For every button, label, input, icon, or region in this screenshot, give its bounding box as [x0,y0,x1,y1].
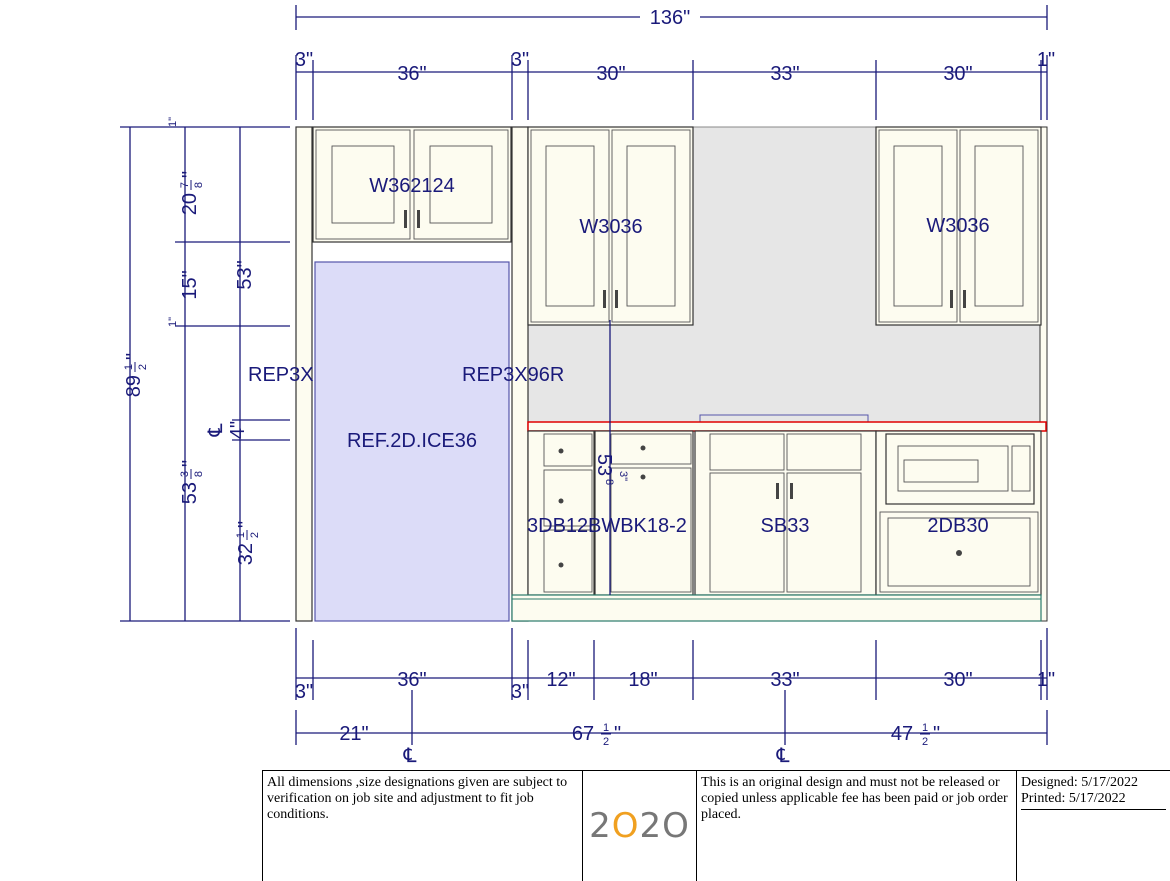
dim-small-left: 4" [227,421,249,439]
dim-overall-width: 136" [295,5,1048,30]
dim-left-outer: 89 [123,375,145,397]
disclaimer-text: All dimensions ,size designations given … [267,775,568,822]
dim-bottom-row: 3" 36" 3" 12" 18" 33" 30" 1" [295,628,1055,703]
dim-centerline-row: 21" 67 1 2 " 47 1 2 " ℄ ℄ [295,690,1048,767]
elevation-drawing: 136" 3" 36" 3" 30" 33" 30" 1" 89 1 [120,5,1055,767]
countertop [527,421,1047,432]
left-end-panel [295,126,313,622]
dim-top-1: 3" [295,49,313,71]
label-sb33: SB33 [761,515,810,537]
label-w3036-mid: W3036 [579,216,642,238]
base-cabinet-3db12 [527,430,595,596]
brand-logo: 2O2O [589,806,690,846]
svg-text:1: 1 [922,722,928,734]
printed-date: Printed: 5/17/2022 [1021,791,1166,810]
dim-center-vertical: 53 3" 8 [593,320,629,595]
label-refrigerator: REF.2D.ICE36 [347,430,477,452]
dim-left-top-small: 1" [167,117,179,127]
refrigerator [314,261,510,622]
svg-text:8: 8 [193,182,205,188]
svg-text:7: 7 [179,182,191,188]
svg-text:": " [235,521,257,528]
dim-centerline-1: 21" [339,723,368,745]
title-block: All dimensions ,size designations given … [262,770,1170,881]
wall-cabinet-w3036-mid [527,126,694,326]
disclaimer-cell: All dimensions ,size designations given … [262,771,582,881]
dim-bottom-6: 33" [770,669,799,691]
dim-top-2: 36" [397,63,426,85]
dim-left-gap: 15" [179,270,201,299]
svg-text:8: 8 [193,471,205,477]
svg-text:": " [614,723,621,745]
dim-bottom-1: 3" [295,681,313,703]
dim-centerline-2: 67 [572,723,594,745]
dim-left-upper-wall: 20 [179,193,201,215]
dim-left-right-col: 53" [234,260,256,289]
base-cabinet-sb33 [694,430,877,596]
centerline-symbol-left: ℄ [205,423,227,437]
dim-centerline-3: 47 [891,723,913,745]
svg-text:8: 8 [603,479,615,485]
dim-overall-width-text: 136" [650,7,690,29]
dim-top-4: 30" [596,63,625,85]
label-rep3x96r: REP3X96R [462,364,564,386]
svg-text:1: 1 [603,722,609,734]
date-cell: Designed: 5/17/2022 Printed: 5/17/2022 [1016,771,1170,881]
dim-bottom-7: 30" [943,669,972,691]
label-rep3x-left: REP3X [248,364,314,386]
label-2db30: 2DB30 [927,515,988,537]
svg-text:": " [179,171,201,178]
label-w362124: W362124 [369,175,455,197]
dim-left-base: 32 [235,543,257,565]
label-bwbk18: BWBK18-2 [588,515,687,537]
right-wall-filler [1039,126,1048,622]
wall-cabinet-w3036-right [875,126,1042,326]
dim-bottom-4: 12" [546,669,575,691]
label-3db12: 3DB12 [527,515,588,537]
dim-bottom-3: 3" [511,681,529,703]
svg-text:2: 2 [249,532,261,538]
centerline-symbol-2: ℄ [776,745,790,767]
notice-text: This is an original design and must not … [701,775,1008,822]
svg-text:2: 2 [603,736,609,748]
designed-date: Designed: 5/17/2022 [1021,775,1139,790]
svg-text:": " [933,723,940,745]
svg-text:": " [123,353,145,360]
dim-left: 89 1 2 " 53 3 8 " 20 7 8 " 15" 1" 1" 53"… [120,117,290,622]
svg-text:": " [179,460,201,467]
base-cabinet-bwbk18 [594,430,694,596]
dim-bottom-2: 36" [397,669,426,691]
dim-left-mid-small: 1" [167,317,179,327]
wall-cabinet-w362124 [312,126,512,243]
logo-cell: 2O2O [582,771,696,881]
svg-text:3": 3" [617,471,629,481]
svg-text:1: 1 [235,532,247,538]
label-w3036-right: W3036 [926,215,989,237]
svg-text:2: 2 [922,736,928,748]
dim-top-row: 3" 36" 3" 30" 33" 30" 1" [295,49,1055,120]
notice-cell: This is an original design and must not … [696,771,1016,881]
svg-text:1: 1 [123,364,135,370]
dim-top-6: 30" [943,63,972,85]
base-cabinet-2db30 [875,430,1042,596]
svg-text:3: 3 [179,471,191,477]
dim-top-7: 1" [1037,49,1055,71]
dim-bottom-8: 1" [1037,669,1055,691]
svg-text:2: 2 [137,364,149,370]
dim-top-3: 3" [511,49,529,71]
dim-bottom-5: 18" [628,669,657,691]
dim-center-vertical-text: 53 [593,454,615,476]
dim-top-5: 33" [770,63,799,85]
centerline-symbol-1: ℄ [403,745,417,767]
dim-left-middle: 53 [179,482,201,504]
